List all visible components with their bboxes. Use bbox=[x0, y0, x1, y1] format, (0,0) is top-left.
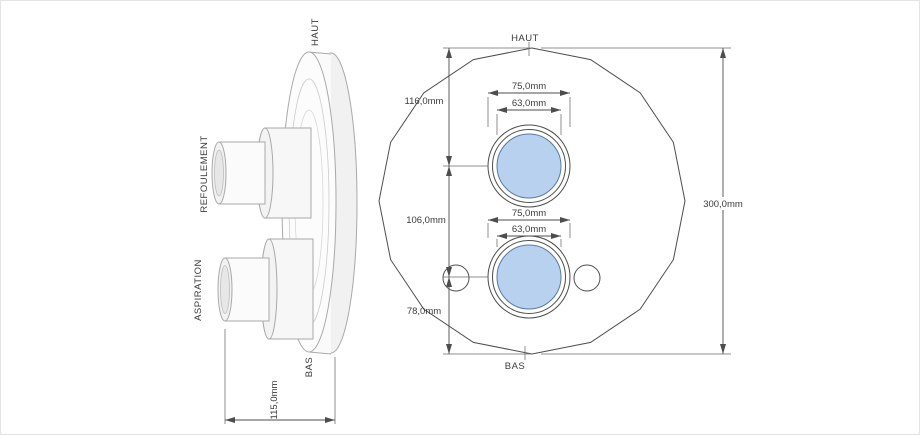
top-port-ring bbox=[492, 129, 566, 203]
dim-overall-height-mask bbox=[698, 197, 749, 210]
dim-bottom-port-outer: 75,0mm bbox=[487, 208, 571, 238]
dim-top-port-inner: 63,0mm bbox=[496, 98, 562, 135]
side-view: 115,0mm HAUT BAS REFOULEMENT ASPIRATION bbox=[193, 18, 358, 424]
suction-pipe-opening bbox=[220, 265, 230, 314]
screw-hole-left bbox=[442, 264, 470, 292]
dim-top-port-outer-label: 75,0mm bbox=[512, 81, 546, 92]
front-haut-label: HAUT bbox=[511, 33, 539, 44]
dim-overall-height: 300,0mm bbox=[541, 47, 749, 355]
side-haut-label: HAUT bbox=[310, 18, 321, 46]
dim-bottom-port-outer-label: 75,0mm bbox=[512, 208, 546, 219]
dim-overall-height-label: 300,0mm bbox=[703, 199, 743, 210]
refoulement-label: REFOULEMENT bbox=[199, 135, 210, 212]
aspiration-label: ASPIRATION bbox=[193, 259, 204, 321]
discharge-pipe bbox=[218, 141, 266, 205]
bottom-port-ring bbox=[492, 240, 566, 314]
dim-bottom-port-inner-label: 63,0mm bbox=[512, 224, 546, 235]
dim-top-port-outer: 75,0mm bbox=[487, 81, 571, 127]
top-port-bore bbox=[496, 133, 562, 199]
dim-vertical-chain: 116,0mm 106,0mm 78,0mm bbox=[405, 47, 532, 355]
dim-top-port-inner-label: 63,0mm bbox=[512, 98, 546, 109]
dim-bottom-port-inner: 63,0mm bbox=[496, 224, 562, 247]
dim-top-offset-label: 116,0mm bbox=[405, 96, 444, 107]
faceplate-outline bbox=[378, 47, 686, 355]
dim-depth: 115,0mm bbox=[224, 329, 336, 424]
dim-center-spacing-label: 106,0mm bbox=[406, 215, 446, 226]
screw-hole-right bbox=[573, 264, 601, 292]
dim-bottom-offset-label: 78,0mm bbox=[407, 306, 441, 317]
side-bas-label: BAS bbox=[304, 357, 315, 378]
front-bas-label: BAS bbox=[505, 361, 526, 372]
bottom-port-bore bbox=[496, 244, 562, 310]
dim-depth-label: 115,0mm bbox=[269, 380, 280, 419]
discharge-pipe-opening bbox=[214, 149, 224, 197]
front-view: 75,0mm 63,0mm 75,0mm 63,0mm bbox=[378, 33, 749, 372]
